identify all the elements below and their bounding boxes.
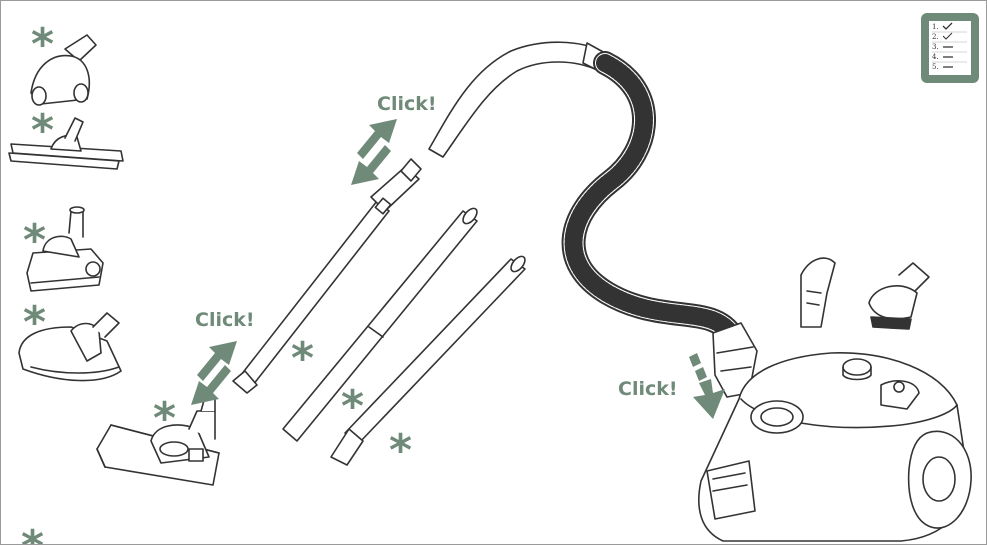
optional-mark: * [153,397,176,441]
optional-mark: * [291,337,314,381]
checklist-line: 5. [932,63,939,71]
checklist-line: 2. [932,33,939,41]
optional-mark: * [341,385,364,429]
checklist-icon: 1. 2. 3. 4. 5. [921,13,979,83]
dusting-brush [869,263,929,329]
click-label-body: Click! [618,378,678,400]
click-arrow-handle [351,119,397,185]
checklist-line: 3. [932,43,939,51]
hose-handle [429,42,605,157]
telescopic-tube [233,159,421,393]
crevice-tool [801,258,835,327]
optional-mark: * [21,525,44,545]
optional-mark: * [389,429,412,473]
optional-mark: * [23,301,46,345]
click-label-nozzle: Click! [195,309,255,331]
optional-mark: * [31,23,54,67]
optional-mark: * [31,109,54,153]
click-arrow-nozzle [191,341,237,405]
parquet-nozzle [9,118,123,169]
checklist-line: 1. [932,23,939,31]
optional-mark: * [23,219,46,263]
checklist-line: 4. [932,53,939,61]
click-label-handle: Click! [377,93,437,115]
